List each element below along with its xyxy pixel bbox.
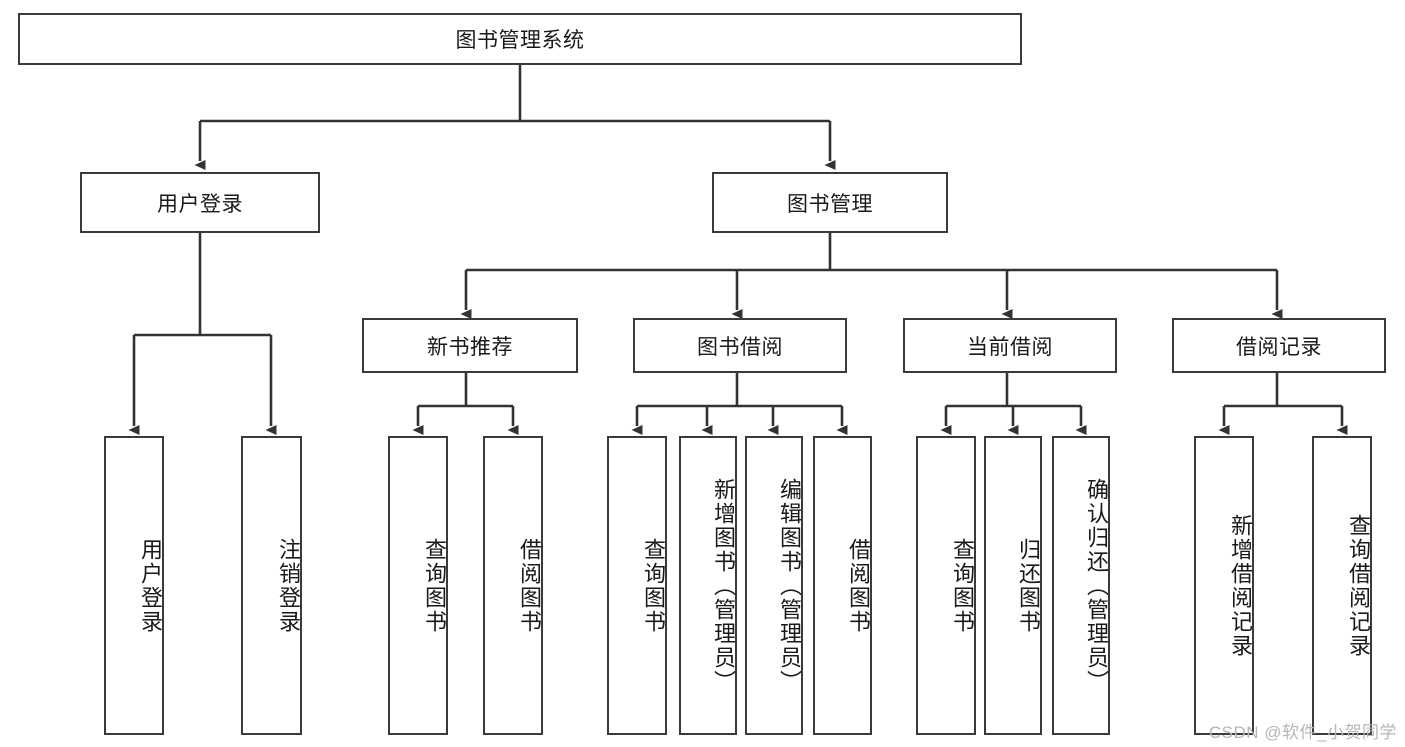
leaf-user-logout[interactable]: 注销登录	[241, 436, 302, 735]
leaf-record-search-label: 查询借阅记录	[1346, 513, 1371, 658]
node-borrow-record-label: 借阅记录	[1236, 335, 1322, 359]
leaf-borrow-add-book[interactable]: 新增图书（管理员）	[679, 436, 737, 735]
leaf-record-add-label: 新增借阅记录	[1228, 513, 1253, 658]
node-book-mgmt-label: 图书管理	[787, 192, 873, 216]
leaf-user-login-label: 用户登录	[138, 537, 163, 634]
leaf-cur-return-book-label: 归还图书	[1016, 537, 1041, 634]
leaf-user-login[interactable]: 用户登录	[104, 436, 164, 735]
leaf-record-add[interactable]: 新增借阅记录	[1194, 436, 1254, 735]
node-borrow-record[interactable]: 借阅记录	[1172, 318, 1386, 373]
leaf-cur-query-book[interactable]: 查询图书	[916, 436, 976, 735]
leaf-borrow-add-book-label: 新增图书（管理员）	[711, 477, 736, 694]
node-root-label: 图书管理系统	[455, 29, 585, 52]
leaf-cur-confirm-return[interactable]: 确认归还（管理员）	[1052, 436, 1110, 735]
leaf-cur-return-book[interactable]: 归还图书	[984, 436, 1042, 735]
watermark-text: CSDN @软件_小贺同学	[1208, 723, 1397, 742]
node-new-book-rec[interactable]: 新书推荐	[362, 318, 578, 373]
leaf-cur-confirm-return-label: 确认归还（管理员）	[1084, 477, 1109, 694]
node-user-login[interactable]: 用户登录	[80, 172, 320, 233]
leaf-rec-query-book-label: 查询图书	[422, 537, 447, 634]
leaf-borrow-edit-book[interactable]: 编辑图书（管理员）	[745, 436, 803, 735]
node-new-book-rec-label: 新书推荐	[427, 335, 513, 359]
leaf-cur-query-book-label: 查询图书	[950, 537, 975, 634]
node-current-borrow[interactable]: 当前借阅	[903, 318, 1117, 373]
node-root[interactable]: 图书管理系统	[18, 13, 1022, 65]
node-user-login-label: 用户登录	[157, 192, 243, 216]
leaf-record-search[interactable]: 查询借阅记录	[1312, 436, 1372, 735]
leaf-user-logout-label: 注销登录	[276, 537, 301, 634]
node-book-borrow[interactable]: 图书借阅	[633, 318, 847, 373]
node-book-borrow-label: 图书借阅	[697, 335, 783, 359]
leaf-borrow-query-book-label: 查询图书	[641, 537, 666, 634]
leaf-borrow-edit-book-label: 编辑图书（管理员）	[777, 477, 802, 694]
leaf-borrow-do-book[interactable]: 借阅图书	[813, 436, 872, 735]
node-current-borrow-label: 当前借阅	[967, 335, 1053, 359]
node-book-mgmt[interactable]: 图书管理	[712, 172, 948, 233]
leaf-rec-borrow-book[interactable]: 借阅图书	[483, 436, 543, 735]
leaf-borrow-query-book[interactable]: 查询图书	[607, 436, 667, 735]
leaf-rec-query-book[interactable]: 查询图书	[388, 436, 448, 735]
leaf-rec-borrow-book-label: 借阅图书	[517, 537, 542, 634]
leaf-borrow-do-book-label: 借阅图书	[846, 537, 871, 634]
